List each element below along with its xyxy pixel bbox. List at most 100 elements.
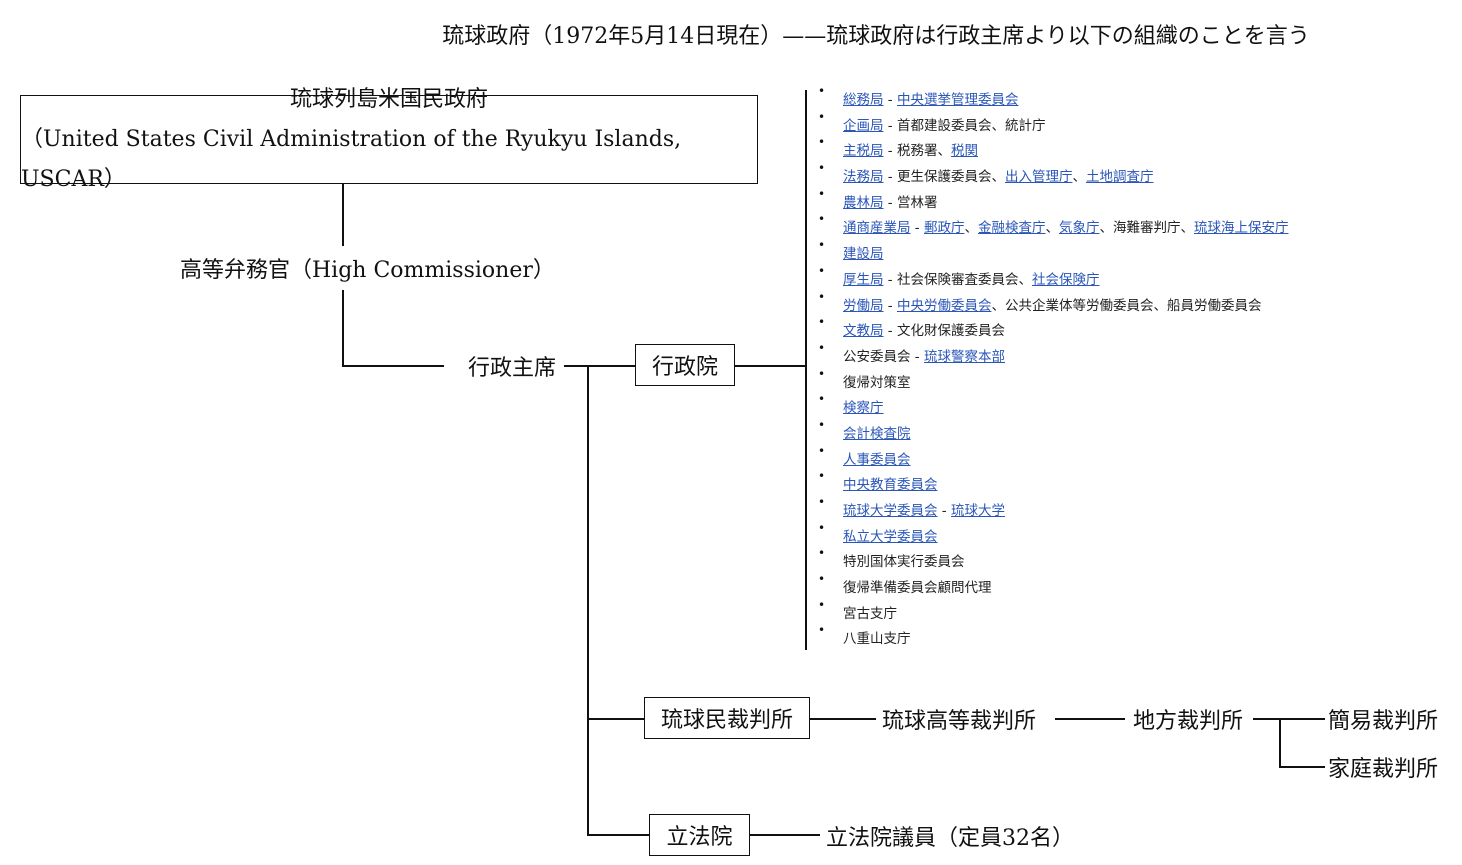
- commissioner-down-line: [342, 290, 344, 365]
- agency-list-bracket: [805, 90, 807, 650]
- agency-text: 、: [1072, 169, 1086, 186]
- agency-text: -: [883, 92, 897, 108]
- agency-text: -: [910, 220, 924, 237]
- agency-item: 復帰対策室: [818, 362, 1288, 397]
- agency-link[interactable]: 琉球警察本部: [923, 348, 1005, 365]
- agency-list: 総務局 - 中央選挙管理委員会企画局 - 首都建設委員会、統計庁主税局 - 税務…: [818, 79, 1289, 653]
- high-court-to-district-line: [1055, 718, 1125, 720]
- agency-text: -: [937, 503, 951, 519]
- family-court-label: 家庭裁判所: [1328, 757, 1439, 782]
- agency-item: 厚生局 - 社会保険審査委員会、社会保険庁: [818, 259, 1288, 294]
- agency-link[interactable]: 企画局: [843, 117, 884, 134]
- agency-link[interactable]: 中央選挙管理委員会: [896, 92, 1019, 108]
- agency-item: 復帰準備委員会顧問代理: [818, 567, 1288, 602]
- district-to-summary-line: [1253, 718, 1325, 720]
- legislature-to-members-line: [750, 834, 820, 836]
- agency-link[interactable]: 総務局: [843, 92, 884, 108]
- agency-link[interactable]: 建設局: [843, 246, 884, 263]
- agency-text: 、: [1045, 220, 1059, 237]
- agency-item: 八重山支庁: [818, 619, 1288, 653]
- agency-link[interactable]: 琉球大学委員会: [843, 503, 938, 519]
- agency-link[interactable]: 通商産業局: [843, 220, 911, 237]
- agency-text: 宮古支庁: [843, 605, 897, 622]
- agency-link[interactable]: 主税局: [843, 143, 884, 160]
- agency-item: 総務局 - 中央選挙管理委員会: [818, 79, 1288, 114]
- agency-item: 検察庁: [818, 387, 1288, 422]
- agency-item: 法務局 - 更生保護委員会、出入管理庁、土地調査庁: [818, 156, 1288, 191]
- high-commissioner-label: 高等弁務官（High Commissioner）: [180, 258, 555, 283]
- agency-text: - 社会保険審査委員会、: [883, 271, 1032, 288]
- agency-item: 会計検査院: [818, 413, 1288, 448]
- district-court-label: 地方裁判所: [1133, 709, 1244, 734]
- agency-item: 文教局 - 文化財保護委員会: [818, 310, 1288, 345]
- agency-text: -: [883, 297, 897, 314]
- agency-link[interactable]: 法務局: [843, 169, 884, 186]
- agency-text: - 更生保護委員会、: [883, 169, 1005, 186]
- agency-link[interactable]: 文教局: [843, 323, 884, 340]
- agency-link[interactable]: 私立大学委員会: [843, 528, 938, 545]
- agency-text: 、: [964, 220, 978, 237]
- agency-item: 私立大学委員会: [818, 516, 1288, 551]
- district-family-vertical-line: [1279, 718, 1281, 766]
- high-court-label: 琉球高等裁判所: [882, 709, 1037, 734]
- agency-link[interactable]: 人事委員会: [843, 451, 911, 468]
- executive-to-list-line: [735, 365, 805, 367]
- legislators-label: 立法院議員（定員32名）: [826, 826, 1074, 851]
- trunk-to-court-line: [587, 718, 645, 720]
- agency-link[interactable]: 琉球大学: [950, 503, 1005, 519]
- summary-court-label: 簡易裁判所: [1328, 709, 1439, 734]
- chief-executive-label: 行政主席: [468, 356, 557, 381]
- uscar-box: 琉球列島米国民政府 （United States Civil Administr…: [20, 87, 758, 192]
- agency-item: 企画局 - 首都建設委員会、統計庁: [818, 105, 1288, 140]
- agency-item: 琉球大学委員会 - 琉球大学: [818, 490, 1288, 525]
- agency-item: 建設局: [818, 233, 1288, 268]
- uscar-name-en: （United States Civil Administration of t…: [21, 126, 682, 192]
- agency-link[interactable]: 土地調査庁: [1085, 169, 1154, 186]
- uscar-to-commissioner-line: [342, 184, 344, 246]
- agency-item: 特別国体実行委員会: [818, 541, 1288, 576]
- agency-text: - 税務署、: [883, 143, 951, 160]
- agency-link[interactable]: 社会保険庁: [1031, 271, 1100, 288]
- agency-text: - 首都建設委員会、統計庁: [883, 117, 1046, 134]
- agency-item: 通商産業局 - 郵政庁、金融検査庁、気象庁、海難審判庁、琉球海上保安庁: [818, 208, 1289, 242]
- agency-link[interactable]: 郵政庁: [923, 220, 965, 237]
- agency-text: 、公共企業体等労働委員会、船員労働委員会: [991, 297, 1262, 314]
- chief-trunk-line: [587, 365, 589, 834]
- agency-text: 復帰準備委員会顧問代理: [843, 580, 992, 597]
- agency-link[interactable]: 労働局: [843, 297, 884, 314]
- legislature-label: 立法院: [666, 825, 733, 850]
- agency-link[interactable]: 中央労働委員会: [896, 297, 992, 314]
- agency-link[interactable]: 農林局: [843, 194, 884, 211]
- agency-link[interactable]: 中央教育委員会: [843, 477, 938, 494]
- agency-item: 労働局 - 中央労働委員会、公共企業体等労働委員会、船員労働委員会: [818, 285, 1288, 320]
- agency-link[interactable]: 検察庁: [843, 400, 884, 417]
- agency-item: 公安委員会 - 琉球警察本部: [818, 336, 1288, 371]
- court-label: 琉球民裁判所: [660, 708, 793, 733]
- agency-item: 宮古支庁: [818, 593, 1288, 628]
- agency-link[interactable]: 琉球海上保安庁: [1193, 220, 1289, 237]
- executive-box: 行政院: [635, 344, 735, 386]
- district-to-family-line: [1279, 766, 1325, 768]
- agency-link[interactable]: 金融検査庁: [977, 220, 1046, 237]
- diagram-title: 琉球政府（1972年5月14日現在）——琉球政府は行政主席より以下の組織のことを…: [442, 24, 1310, 49]
- chief-to-executive-line: [564, 365, 636, 367]
- agency-link[interactable]: 厚生局: [843, 271, 884, 288]
- agency-link[interactable]: 出入管理庁: [1004, 169, 1073, 186]
- court-box: 琉球民裁判所: [644, 697, 810, 739]
- agency-text: 復帰対策室: [843, 374, 911, 391]
- agency-text: - 文化財保護委員会: [883, 323, 1005, 340]
- agency-text: 八重山支庁: [843, 631, 911, 648]
- agency-item: 農林局 - 営林署: [818, 182, 1288, 217]
- uscar-name-ja: 琉球列島米国民政府: [289, 86, 488, 112]
- executive-label: 行政院: [651, 355, 718, 380]
- agency-link[interactable]: 会計検査院: [843, 425, 911, 442]
- agency-item: 中央教育委員会: [818, 464, 1288, 499]
- agency-item: 人事委員会: [818, 439, 1288, 474]
- agency-link[interactable]: 気象庁: [1058, 220, 1100, 237]
- agency-text: 特別国体実行委員会: [843, 554, 965, 571]
- agency-link[interactable]: 税関: [950, 143, 978, 160]
- agency-text: 、海難審判庁、: [1099, 220, 1194, 237]
- agency-text: 公安委員会 -: [843, 348, 924, 365]
- agency-text: - 営林署: [883, 194, 938, 211]
- trunk-to-legislature-line: [587, 834, 650, 836]
